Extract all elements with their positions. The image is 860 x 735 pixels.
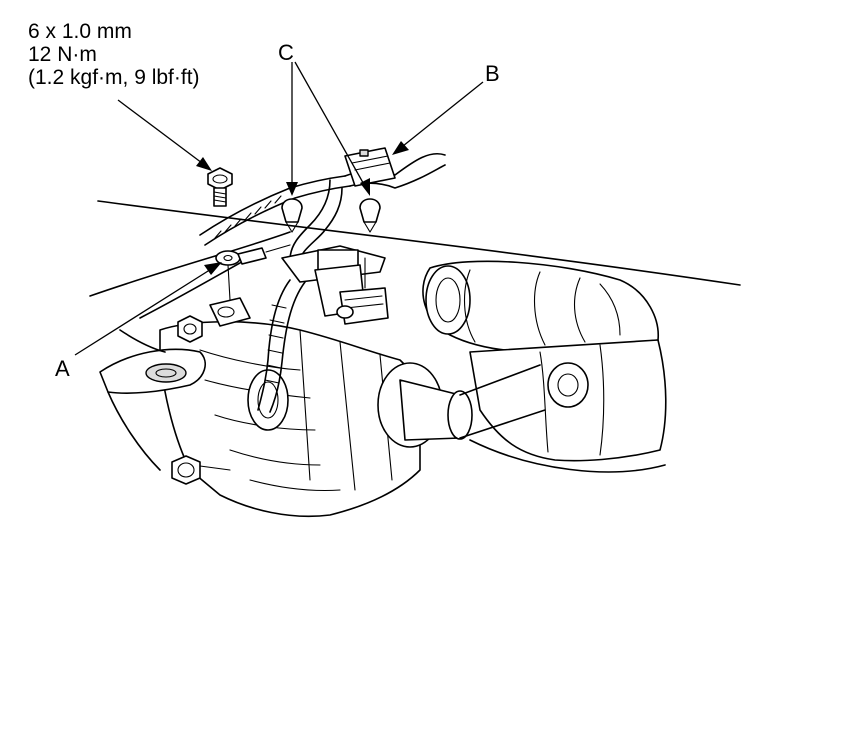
mounting-bolt <box>207 167 233 207</box>
bolt-size-label: 6 x 1.0 mm <box>28 20 132 43</box>
callout-b: B <box>485 61 500 86</box>
callout-a: A <box>55 356 70 381</box>
torque-label: 12 N·m <box>28 43 97 66</box>
connector-b <box>344 147 396 187</box>
callout-c: C <box>278 40 294 65</box>
torque-alt-label: (1.2 kgf·m, 9 lbf·ft) <box>28 66 200 89</box>
upper-bolts <box>177 297 251 343</box>
mount-bracket <box>99 329 206 471</box>
torque-spec: 6 x 1.0 mm 12 N·m (1.2 kgf·m, 9 lbf·ft) <box>28 20 200 89</box>
strut-housing <box>422 260 659 353</box>
leader-lines <box>74 61 484 356</box>
flange-bolt <box>171 455 231 485</box>
harness-clip-left <box>281 198 303 233</box>
right-frame <box>469 339 667 473</box>
fender-edge <box>89 231 291 297</box>
wire-harness <box>199 153 446 413</box>
ground-terminal <box>215 244 291 301</box>
body-panel-line <box>97 200 741 286</box>
harness-clip-right <box>359 198 381 233</box>
sensor-bracket <box>281 245 389 325</box>
axle-boss <box>377 362 546 448</box>
